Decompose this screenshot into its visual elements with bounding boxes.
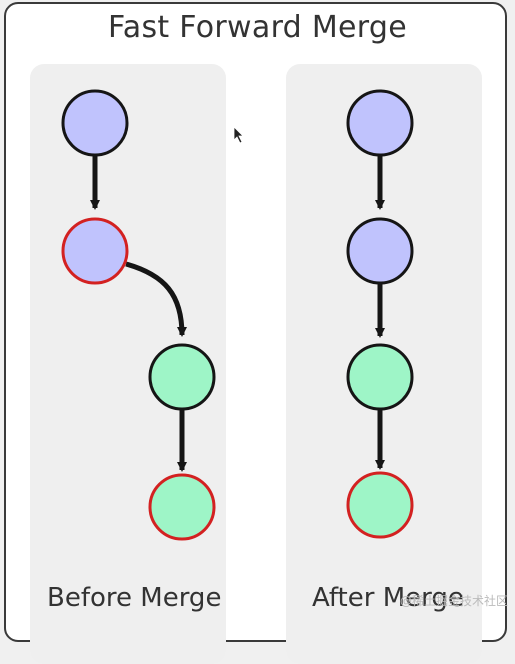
- mouse-cursor-icon: [233, 126, 244, 144]
- before-commit-4: [148, 473, 216, 541]
- after-merge-label: After Merge: [312, 583, 464, 613]
- after-commit-1: [346, 89, 414, 157]
- before-merge-label: Before Merge: [47, 583, 222, 613]
- after-commit-2: [346, 217, 414, 285]
- diagram-title: Fast Forward Merge: [107, 10, 408, 45]
- before-edge-2-3: [125, 261, 187, 337]
- before-commit-3: [148, 343, 216, 411]
- before-commit-1: [61, 89, 129, 157]
- after-commit-4: [346, 471, 414, 539]
- watermark: @稀土掘金技术社区: [400, 594, 509, 608]
- commit-graph: [61, 89, 414, 541]
- after-commit-3: [346, 343, 414, 411]
- before-commit-2: [61, 217, 129, 285]
